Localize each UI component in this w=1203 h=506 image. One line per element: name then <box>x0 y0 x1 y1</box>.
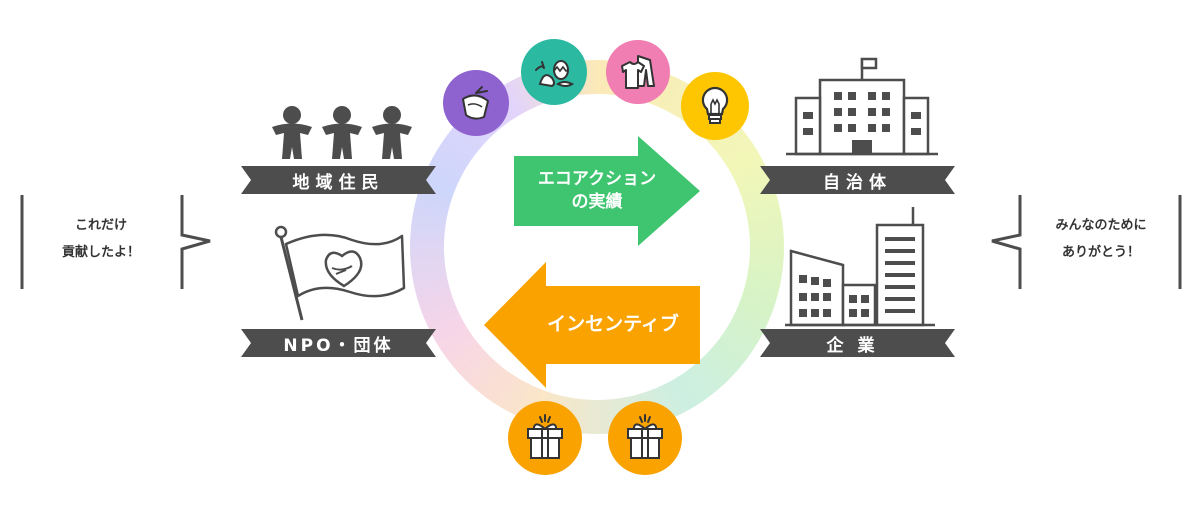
office-buildings-icon <box>785 207 935 327</box>
left-message: これだけ 貢献したよ！ <box>24 212 178 267</box>
clothes-icon <box>606 40 670 104</box>
left-message-line1: これだけ <box>74 218 127 233</box>
city-hall-icon <box>786 57 938 156</box>
npo-label: NPO・団体 <box>283 335 394 356</box>
gift-icon <box>608 401 682 475</box>
eco-action-label: エコアクション の実績 <box>514 156 680 226</box>
eco-action-arrow <box>514 136 700 246</box>
lightbulb-icon <box>681 72 749 140</box>
company-label: 企業 <box>826 335 889 356</box>
food-waste-icon <box>521 39 587 105</box>
left-message-line2: 貢献したよ！ <box>61 245 140 261</box>
residents-ribbon: 地域住民 <box>241 166 436 194</box>
right-speech-bracket <box>991 195 1182 289</box>
company-ribbon: 企業 <box>760 329 955 357</box>
incentive-arrow <box>484 262 700 388</box>
handshake-flag-icon <box>274 225 406 321</box>
trash-bag-icon <box>443 70 509 136</box>
gift-icon <box>508 401 582 475</box>
right-message: みんなのために ありがとう！ <box>1024 212 1178 267</box>
eco-action-label-line1: エコアクション <box>537 169 657 190</box>
people-icon <box>272 106 412 159</box>
eco-action-label-line2: の実績 <box>571 192 623 212</box>
municipality-label: 自治体 <box>823 172 892 193</box>
right-message-line1: みんなのために <box>1055 218 1147 233</box>
left-speech-bracket <box>20 195 211 289</box>
municipality-ribbon: 自治体 <box>760 166 955 194</box>
incentive-label: インセンティブ <box>547 313 679 336</box>
right-message-line2: ありがとう！ <box>1061 245 1140 261</box>
residents-label: 地域住民 <box>292 172 385 193</box>
npo-ribbon: NPO・団体 <box>241 329 436 357</box>
